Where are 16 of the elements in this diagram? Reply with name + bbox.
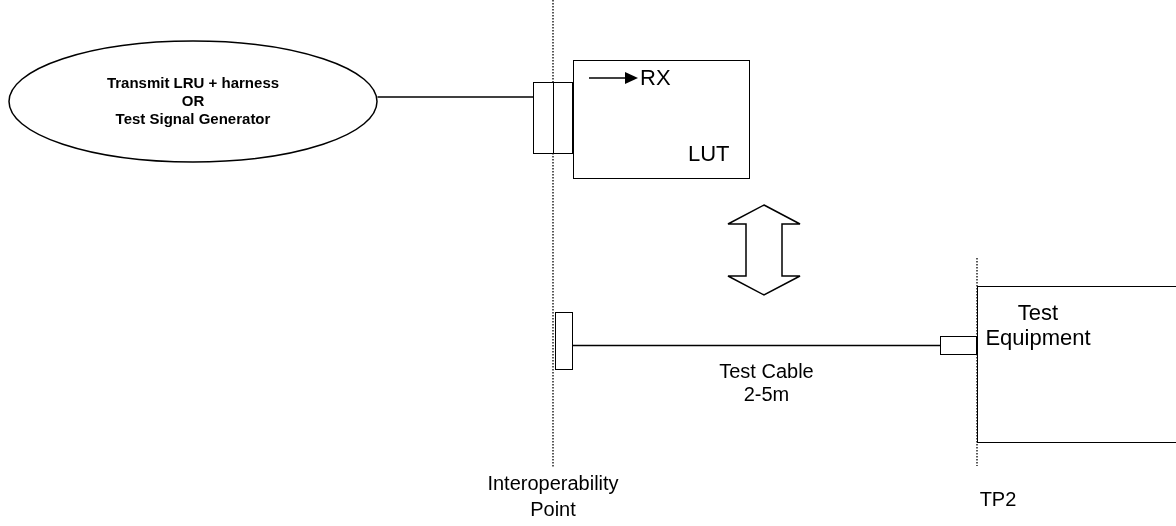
connector-block (555, 312, 573, 370)
unit-box (573, 60, 750, 179)
connector-block (940, 336, 977, 355)
cable-line (376, 96, 534, 98)
cable-line (572, 344, 941, 347)
signal-label: RX (640, 65, 671, 91)
callout-label: TP2 (978, 487, 1018, 512)
ellipse-node (8, 40, 378, 163)
node-label: Test Equipment (984, 300, 1092, 350)
node-label: LUT (688, 141, 730, 167)
node-label: Transmit LRU + harness (105, 74, 281, 92)
node-label: Test Signal Generator (114, 110, 272, 128)
node-label: OR (180, 92, 206, 110)
callout-label: Interoperability Point (486, 471, 620, 522)
connector-block (533, 82, 573, 154)
equipment-box (977, 286, 1176, 443)
